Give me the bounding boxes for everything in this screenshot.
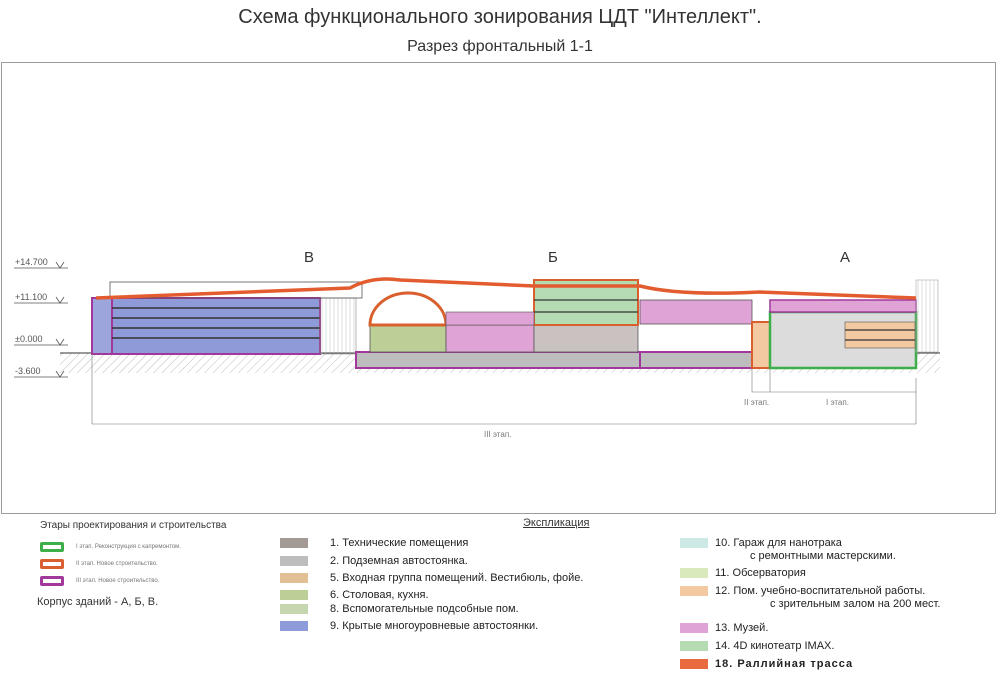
stage-3-swatch bbox=[40, 576, 64, 586]
page-title: Схема функционального зонирования ЦДТ "И… bbox=[238, 6, 762, 28]
level-label: -3.600 bbox=[15, 366, 41, 376]
building-label-a: А bbox=[840, 249, 850, 266]
korpus-note: Корпус зданий - А, Б, В. bbox=[37, 596, 159, 608]
connector-b-a bbox=[639, 299, 753, 369]
legend-swatch bbox=[280, 604, 308, 614]
section-drawing: +14.700 +11.100 ±0.000 -3.600 В Б А bbox=[14, 249, 940, 439]
legend-swatch bbox=[680, 623, 708, 633]
page-subtitle: Разрез фронтальный 1-1 bbox=[407, 38, 593, 55]
level-label: ±0.000 bbox=[15, 334, 42, 344]
building-b bbox=[355, 279, 641, 369]
legend-swatch bbox=[280, 590, 308, 600]
legend-swatch bbox=[280, 538, 308, 548]
building-v bbox=[91, 281, 363, 355]
building-a bbox=[751, 279, 939, 370]
legend-swatch bbox=[680, 568, 708, 578]
building-label-v: В bbox=[304, 249, 314, 266]
explication-title: Экспликация bbox=[523, 517, 590, 529]
drawing-frame bbox=[1, 62, 996, 514]
stage-label-1: I этап. bbox=[826, 398, 849, 407]
legend-swatch bbox=[680, 641, 708, 651]
stages-legend-title: Этары проектирования и строительства bbox=[40, 520, 227, 531]
legend-swatch bbox=[280, 621, 308, 631]
stage-1-swatch bbox=[40, 542, 64, 552]
rally-track bbox=[95, 277, 917, 300]
stage-outlines bbox=[91, 354, 917, 425]
level-label: +14.700 bbox=[15, 257, 48, 267]
legend-swatch bbox=[680, 659, 708, 669]
stage-label-2: II этап. bbox=[744, 398, 769, 407]
building-label-b: Б bbox=[548, 249, 558, 266]
legend-swatch bbox=[280, 573, 308, 583]
legend-swatch bbox=[680, 586, 708, 596]
level-label: +11.100 bbox=[15, 292, 47, 302]
legend-swatch bbox=[680, 538, 708, 548]
legend-swatch bbox=[280, 556, 308, 566]
level-marks bbox=[14, 261, 68, 378]
stage-label-3: III этап. bbox=[484, 430, 511, 439]
stage-2-swatch bbox=[40, 559, 64, 569]
